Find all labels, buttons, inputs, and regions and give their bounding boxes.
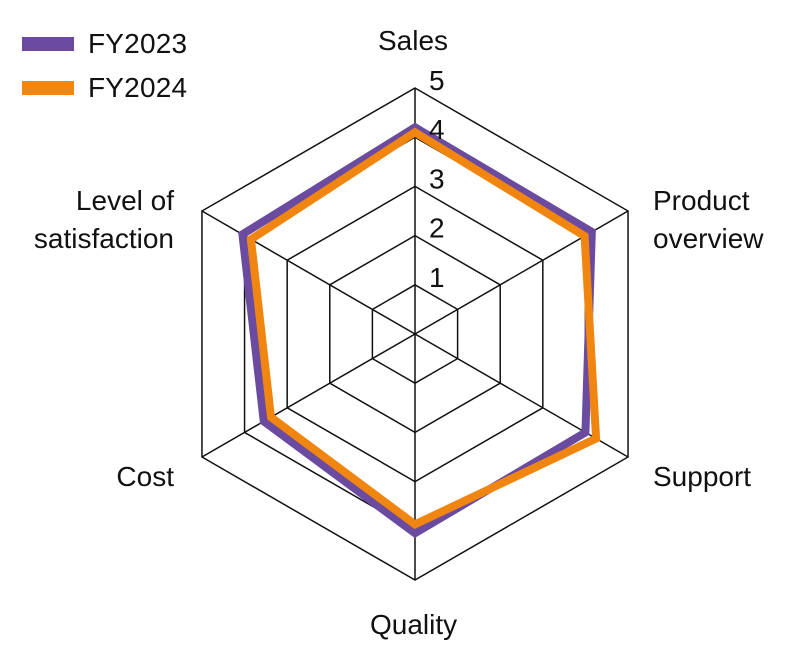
legend-item-fy2023[interactable]: FY2023 [22,22,187,66]
tick-label: 1 [429,262,445,293]
axis-label-cost: Cost [116,458,174,496]
axis-label-text: satisfaction [33,223,174,254]
axis-label-text: Sales [378,25,449,56]
legend-label: FY2023 [88,28,188,59]
legend-swatch-fy2023 [22,37,74,51]
radar-spokes [201,88,629,580]
grid-spoke [201,210,416,335]
legend-swatch-fy2024 [22,81,74,95]
legend-label: FY2024 [88,72,188,103]
radar-tick-labels: 1 2 3 4 5 [429,65,445,293]
grid-spoke [201,333,416,458]
axis-label-text: overview [653,223,764,254]
axis-label-level-of-satisfaction: Level of satisfaction [34,182,174,258]
axis-label-text: Cost [116,461,174,492]
axis-label-text: Support [653,461,752,492]
grid-spoke [414,210,629,335]
series-fy2024 [246,127,601,530]
axis-label-product-overview: Product overview [653,182,763,258]
tick-label: 3 [429,163,445,194]
axis-label-support: Support [653,458,751,496]
series-fy2023 [238,122,596,539]
axis-label-sales: Sales [378,22,448,60]
legend-item-fy2024[interactable]: FY2024 [22,66,187,110]
radar-series [238,122,601,539]
axis-label-text: Level of [75,185,174,216]
legend: FY2023 FY2024 [22,22,187,110]
axis-label-text: Product [653,185,750,216]
axis-label-quality: Quality [370,606,457,644]
tick-label: 2 [429,213,445,244]
tick-label: 4 [429,114,445,145]
axis-label-text: Quality [370,609,458,640]
tick-label: 5 [429,65,445,96]
